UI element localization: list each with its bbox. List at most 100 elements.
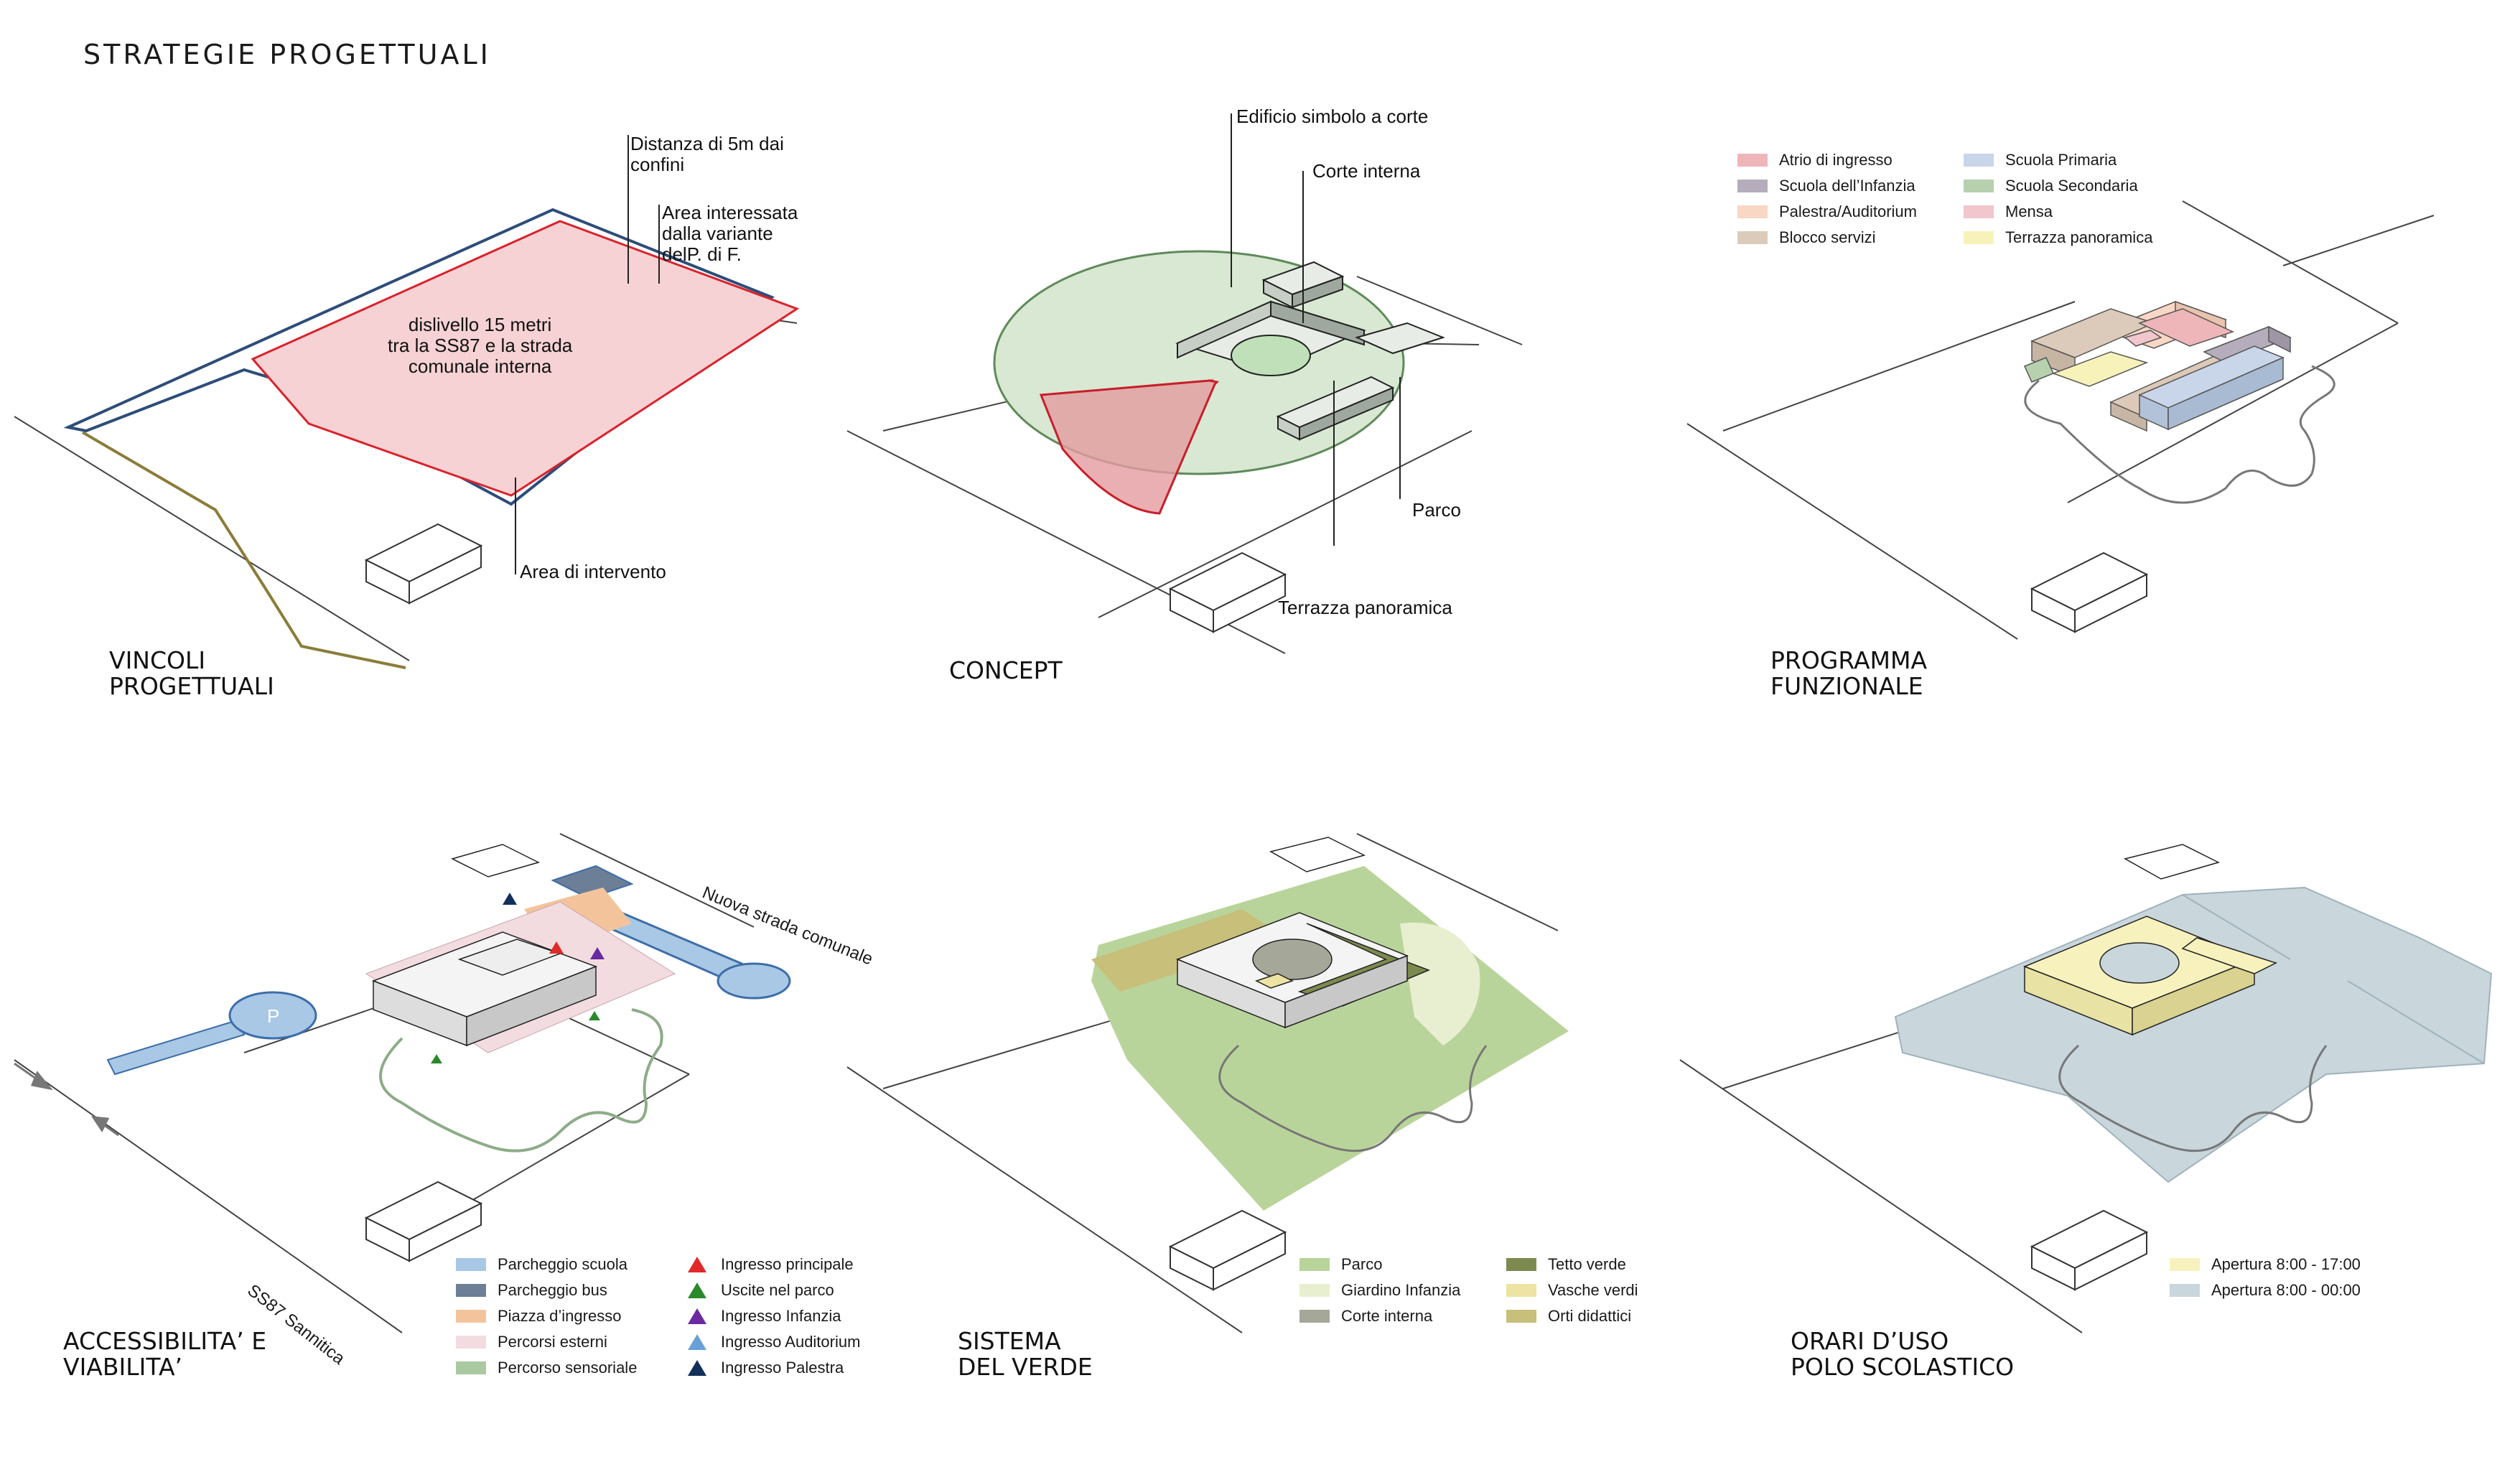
- legend-item-secondaria: Scuola Secondaria: [1964, 173, 2152, 199]
- legend-item-orti: Orti didattici: [1506, 1303, 1638, 1329]
- annotation-intervento: Area di intervento: [520, 561, 666, 582]
- site-path: [2024, 365, 2335, 504]
- legend-item-percorsi: Percorsi esterni: [456, 1329, 637, 1355]
- verde-drawing: [846, 833, 1569, 1333]
- small-building: [364, 523, 483, 605]
- legend-swatch: [456, 1361, 486, 1374]
- legend-swatch: [1299, 1310, 1330, 1323]
- annotation-dislivello: dislivello 15 metri tra la SS87 e la str…: [388, 314, 573, 377]
- legend-item-primaria: Scuola Primaria: [1964, 147, 2152, 173]
- legend-item-ingresso-infanzia: Ingresso Infanzia: [688, 1303, 860, 1329]
- legend-item-percorso-sensoriale: Percorso sensoriale: [456, 1355, 637, 1381]
- legend-swatch: [456, 1310, 486, 1323]
- marker-ingresso-principale: [549, 941, 564, 954]
- legend-swatch: [1737, 231, 1768, 244]
- programma-drawing: [1686, 200, 2435, 640]
- panel-title-vincoli: VINCOLI PROGETTUALI: [109, 646, 274, 700]
- panel-concept: Edificio simbolo a corte Corte interna P…: [840, 86, 1680, 804]
- panel-title-orari: ORARI D’USO POLO SCOLASTICO: [1791, 1327, 2015, 1381]
- school-parking: [228, 991, 317, 1040]
- legend-accessibilita-swatches: Parcheggio scuola Parcheggio bus Piazza …: [456, 1252, 637, 1381]
- legend-item-atrio: Atrio di ingresso: [1737, 147, 1917, 173]
- legend-swatch: [2170, 1284, 2200, 1297]
- legend-item-terrazza: Terrazza panoramica: [1964, 225, 2152, 251]
- panel-title-concept: CONCEPT: [949, 656, 1063, 684]
- legend-swatch: [456, 1336, 486, 1349]
- panel-verde: Parco Giardino Infanzia Corte interna Te…: [840, 744, 1680, 1462]
- parking-letter-1: P: [267, 1005, 279, 1027]
- legend-item-infanzia: Scuola dell’Infanzia: [1737, 173, 1917, 199]
- annotation-variante: Area interessata dalla variante delP. di…: [662, 202, 798, 265]
- marker-uscita-2: [589, 1011, 600, 1020]
- annotation-terrazza: Terrazza panoramica: [1278, 597, 1452, 618]
- panel-title-programma: PROGRAMMA FUNZIONALE: [1770, 646, 1928, 700]
- legend-orari: Apertura 8:00 - 17:00 Apertura 8:00 - 00…: [2170, 1252, 2361, 1303]
- legend-verde-col1: Parco Giardino Infanzia Corte interna: [1299, 1252, 1460, 1329]
- open-late-area: [1894, 886, 2493, 1183]
- legend-swatch: [1964, 205, 1994, 218]
- concept-drawing: [846, 113, 1523, 654]
- triangle-icon: [688, 1308, 706, 1324]
- legend-programma-col1: Atrio di ingresso Scuola dell’Infanzia P…: [1737, 147, 1917, 251]
- view-cone: [1039, 379, 1220, 515]
- orti-area: [1091, 909, 1285, 992]
- program-blocks: [2023, 300, 2292, 432]
- legend-item-servizi: Blocco servizi: [1737, 225, 1917, 251]
- legend-item-uscite: Uscite nel parco: [688, 1277, 860, 1303]
- legend-item-ingresso-palestra: Ingresso Palestra: [688, 1355, 860, 1381]
- legend-swatch: [2170, 1258, 2200, 1271]
- marker-ingresso-infanzia: [590, 947, 605, 959]
- legend-item-apertura-00: Apertura 8:00 - 00:00: [2170, 1277, 2361, 1303]
- legend-swatch: [456, 1258, 486, 1271]
- annotation-parco: Parco: [1412, 499, 1461, 521]
- legend-swatch: [1506, 1258, 1536, 1271]
- legend-item-vasche: Vasche verdi: [1506, 1277, 1638, 1303]
- legend-accessibilita-triangles: Ingresso principale Uscite nel parco Ing…: [688, 1252, 860, 1381]
- panel-programma: Atrio di ingresso Scuola dell’Infanzia P…: [1680, 86, 2520, 804]
- bus-parking-2: [717, 962, 791, 1000]
- school-building-orari: [2022, 844, 2277, 1036]
- park-area: [1091, 866, 1569, 1211]
- intervention-area: [251, 220, 800, 497]
- panel-title-accessibilita: ACCESSIBILITA’ E VIABILITA’: [63, 1327, 267, 1381]
- legend-item-parcheggio-scuola: Parcheggio scuola: [456, 1252, 637, 1277]
- legend-swatch: [1737, 180, 1768, 192]
- school-building: [371, 844, 598, 1047]
- legend-item-ingresso-auditorium: Ingresso Auditorium: [688, 1329, 860, 1355]
- vincoli-drawing: [14, 135, 800, 669]
- legend-swatch: [1737, 154, 1768, 167]
- annotation-corte: Corte interna: [1312, 160, 1421, 182]
- legend-item-mensa: Mensa: [1964, 199, 2152, 225]
- legend-programma-col2: Scuola Primaria Scuola Secondaria Mensa …: [1964, 147, 2152, 251]
- legend-swatch: [1299, 1284, 1330, 1297]
- ss87-edge: [81, 431, 406, 669]
- accessibilita-drawing: P: [14, 833, 791, 1333]
- page-title: STRATEGIE PROGETTUALI: [83, 39, 491, 70]
- bus-parking: [551, 865, 634, 900]
- sensorial-path: [379, 1008, 663, 1153]
- legend-swatch: [456, 1284, 486, 1297]
- legend-swatch: [1299, 1258, 1330, 1271]
- legend-item-giardino: Giardino Infanzia: [1299, 1277, 1460, 1303]
- legend-swatch: [1506, 1284, 1536, 1297]
- legend-item-parco: Parco: [1299, 1252, 1460, 1277]
- legend-swatch: [1964, 231, 1994, 244]
- panel-vincoli: Distanza di 5m dai confini Area interess…: [0, 86, 840, 804]
- courtyard-building: [1175, 261, 1445, 441]
- legend-swatch: [1964, 154, 1994, 167]
- access-road: [106, 1019, 246, 1076]
- annotation-distanza: Distanza di 5m dai confini: [630, 133, 784, 175]
- legend-swatch: [1506, 1310, 1536, 1323]
- legend-verde-col2: Tetto verde Vasche verdi Orti didattici: [1506, 1252, 1638, 1329]
- panel-title-verde: SISTEMA DEL VERDE: [958, 1327, 1093, 1381]
- triangle-icon: [688, 1282, 706, 1298]
- school-building-verde: [1175, 837, 1431, 1029]
- annotation-edificio: Edificio simbolo a corte: [1236, 106, 1429, 127]
- marker-ingresso-palestra: [503, 893, 517, 905]
- triangle-icon: [688, 1360, 706, 1376]
- legend-item-corte: Corte interna: [1299, 1303, 1460, 1329]
- legend-item-piazza: Piazza d’ingresso: [456, 1303, 637, 1329]
- triangle-icon: [688, 1334, 706, 1350]
- triangle-icon: [688, 1257, 706, 1272]
- legend-item-tetto: Tetto verde: [1506, 1252, 1638, 1277]
